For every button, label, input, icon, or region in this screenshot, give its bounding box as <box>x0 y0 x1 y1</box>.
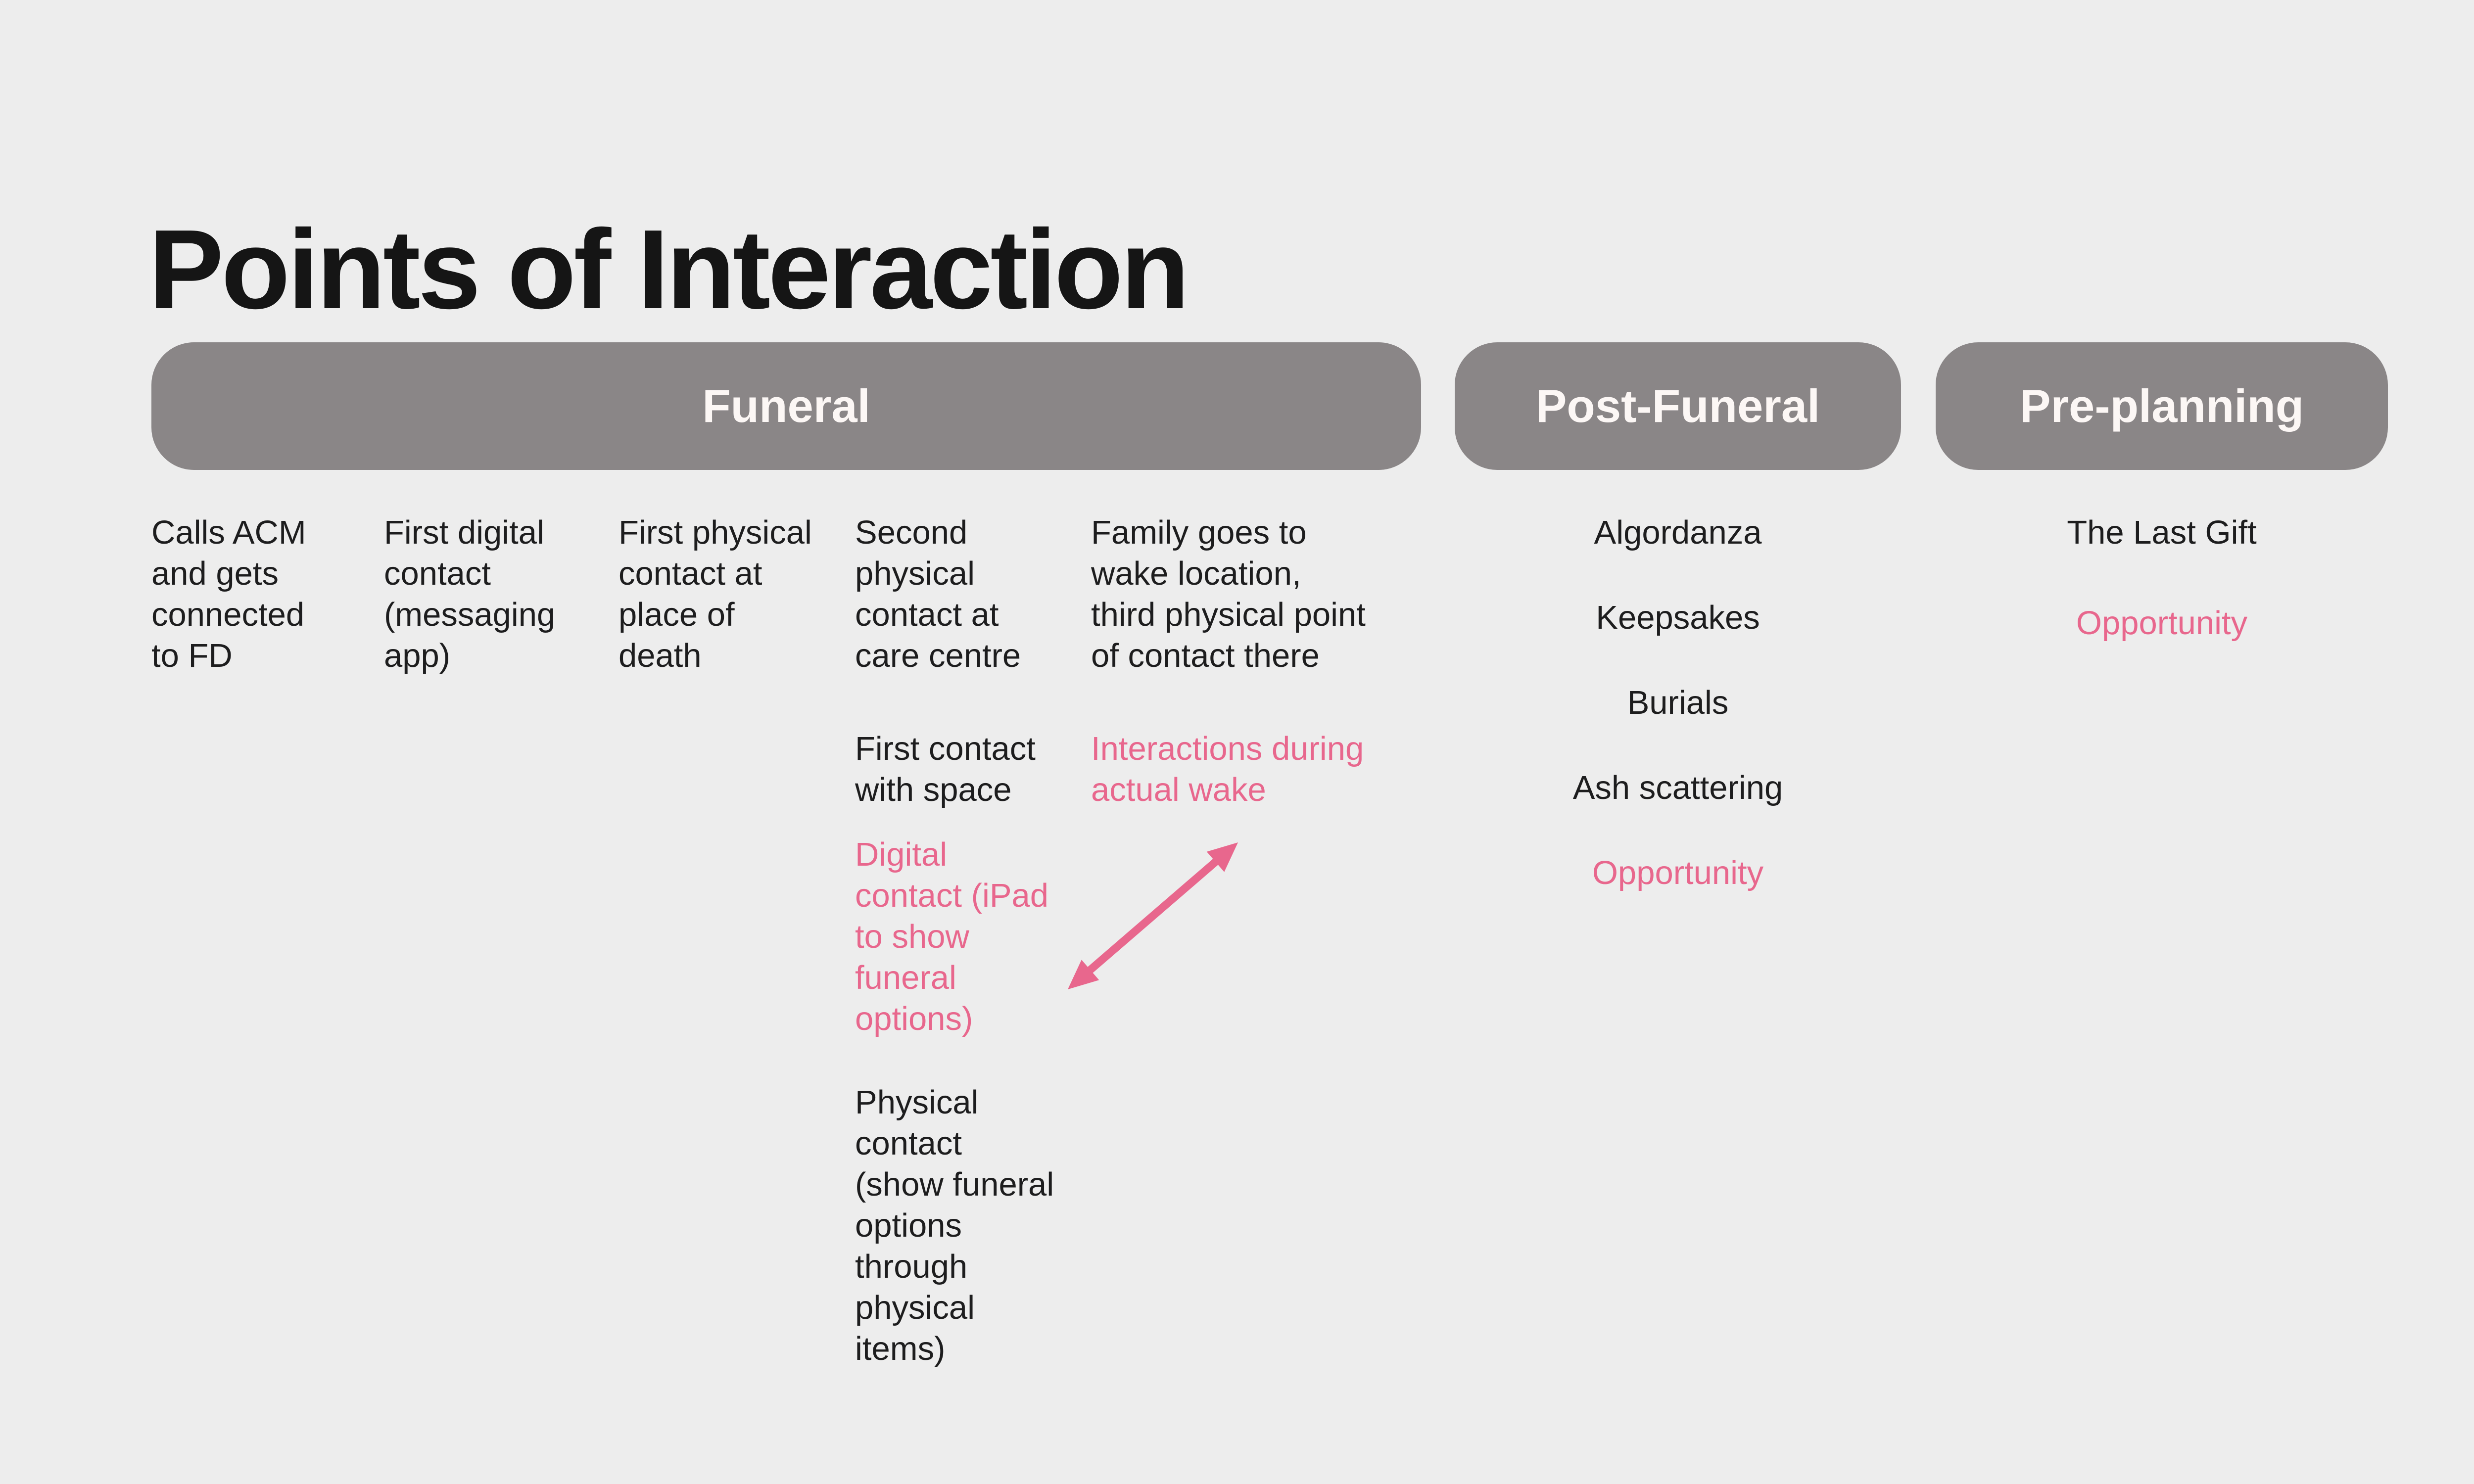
post-funeral-item-opportunity: Opportunity <box>1592 854 1764 891</box>
funeral-step-digital-contact-ipad: Digital contact (iPad to show funeral op… <box>855 836 1049 1037</box>
stage-pill-funeral-label: Funeral <box>702 380 870 432</box>
funeral-step-first-digital-contact: First digital contact (messaging app) <box>384 514 556 674</box>
funeral-step-physical-contact-items: Physical contact (show funeral options t… <box>855 1084 1054 1367</box>
pre-planning-item-the-last-gift: The Last Gift <box>2067 514 2257 551</box>
stage-pill-pre-planning-label: Pre-planning <box>2019 380 2304 432</box>
arrow-shaft <box>1080 852 1226 980</box>
pre-planning-item-opportunity: Opportunity <box>2076 604 2248 642</box>
funeral-step-interactions-during-wake: Interactions during actual wake <box>1091 730 1364 808</box>
arrowhead-up-icon <box>1206 842 1238 872</box>
stage-pill-post-funeral-label: Post-Funeral <box>1535 380 1820 432</box>
stage-pill-pre-planning: Pre-planning <box>1936 342 2388 470</box>
funeral-step-second-physical-contact: Second physical contact at care centre <box>855 514 1021 674</box>
post-funeral-item-keepsakes: Keepsakes <box>1596 599 1760 636</box>
post-funeral-item-algordanza: Algordanza <box>1594 514 1762 551</box>
arrowhead-down-icon <box>1068 960 1099 989</box>
page-title: Points of Interaction <box>148 206 1189 332</box>
funeral-step-family-goes-to-wake: Family goes to wake location, third phys… <box>1091 514 1366 674</box>
funeral-step-first-contact-with-space: First contact with space <box>855 730 1036 808</box>
funeral-step-calls-acm: Calls ACM and gets connected to FD <box>151 514 306 674</box>
double-arrow-connector <box>1068 842 1238 989</box>
post-funeral-item-ash-scattering: Ash scattering <box>1572 769 1783 806</box>
post-funeral-list: Algordanza Keepsakes Burials Ash scatter… <box>1455 512 1901 937</box>
funeral-step-first-physical-contact: First physical contact at place of death <box>618 514 812 674</box>
post-funeral-item-burials: Burials <box>1627 684 1729 721</box>
stage-pill-post-funeral: Post-Funeral <box>1455 342 1901 470</box>
pre-planning-list: The Last Gift Opportunity <box>1936 512 2388 693</box>
stage-pill-funeral: Funeral <box>151 342 1421 470</box>
